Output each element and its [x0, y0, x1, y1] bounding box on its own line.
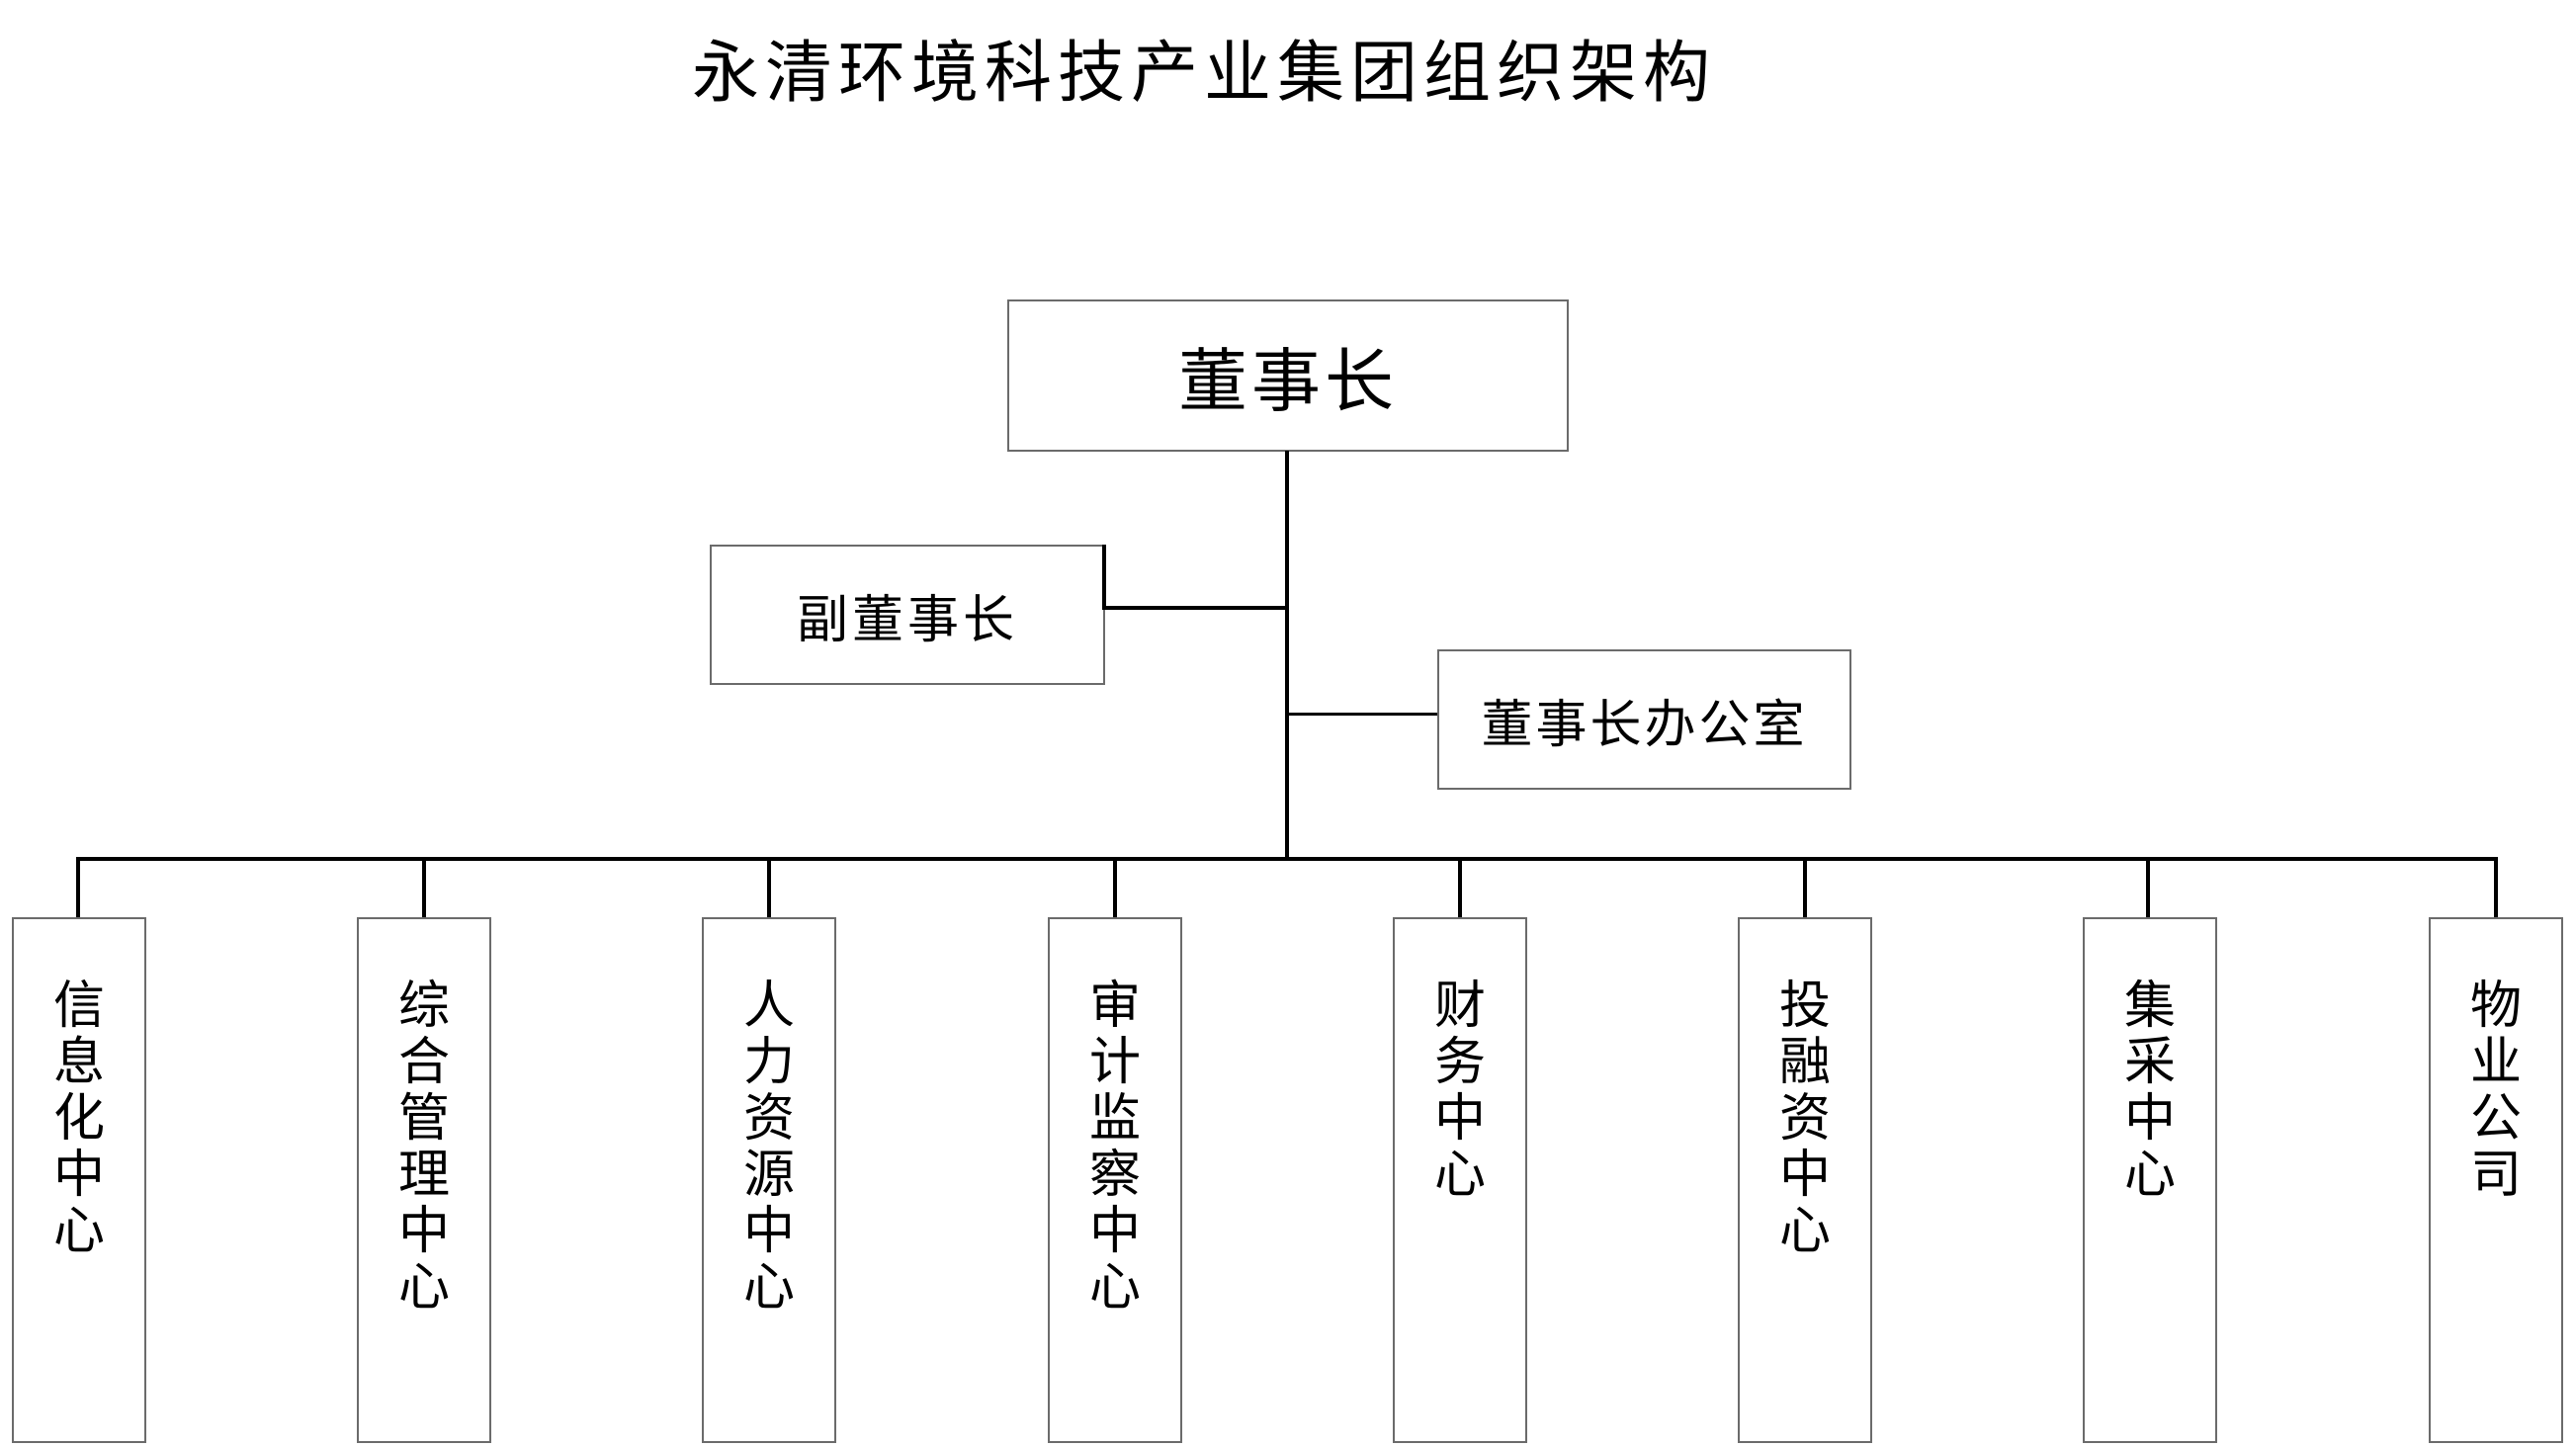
dept-drop-7 — [2146, 859, 2150, 918]
dept-drop-1 — [76, 859, 80, 918]
dept-drop-6 — [1803, 859, 1807, 918]
dept-box-audit: 审计监察中心 — [1048, 917, 1182, 1443]
vice-chairman-connector — [1102, 606, 1289, 610]
vice-chairman-box: 副董事长 — [710, 545, 1105, 685]
dept-box-property-company: 物业公司 — [2429, 917, 2563, 1443]
dept-label: 信息化中心 — [52, 977, 105, 1261]
dept-label: 财务中心 — [1433, 977, 1486, 1205]
dept-label: 人力资源中心 — [742, 977, 795, 1318]
chairman-box: 董事长 — [1007, 299, 1569, 452]
dept-box-information: 信息化中心 — [12, 917, 146, 1443]
department-bus — [76, 857, 2498, 861]
dept-label: 审计监察中心 — [1088, 977, 1141, 1318]
dept-label: 物业公司 — [2469, 977, 2522, 1205]
dept-box-human-resources: 人力资源中心 — [702, 917, 836, 1443]
chairman-office-connector — [1287, 713, 1438, 716]
chart-title: 永清环境科技产业集团组织架构 — [692, 35, 1717, 113]
dept-drop-2 — [422, 859, 426, 918]
dept-box-finance: 财务中心 — [1393, 917, 1527, 1443]
dept-drop-4 — [1113, 859, 1117, 918]
dept-drop-8 — [2494, 859, 2498, 918]
trunk-connector — [1285, 451, 1289, 861]
chairman-office-box: 董事长办公室 — [1437, 649, 1851, 790]
dept-label: 综合管理中心 — [397, 977, 450, 1318]
dept-box-general-management: 综合管理中心 — [357, 917, 491, 1443]
dept-drop-3 — [767, 859, 771, 918]
dept-box-procurement: 集采中心 — [2083, 917, 2217, 1443]
dept-box-investment-financing: 投融资中心 — [1738, 917, 1872, 1443]
dept-label: 投融资中心 — [1778, 977, 1831, 1261]
dept-drop-5 — [1458, 859, 1462, 918]
dept-label: 集采中心 — [2123, 977, 2176, 1205]
vice-chairman-label: 副董事长 — [796, 590, 1018, 650]
vice-chairman-connector-vertical — [1102, 545, 1106, 610]
chairman-label: 董事长 — [1178, 340, 1398, 422]
chairman-office-label: 董事长办公室 — [1481, 695, 1808, 755]
